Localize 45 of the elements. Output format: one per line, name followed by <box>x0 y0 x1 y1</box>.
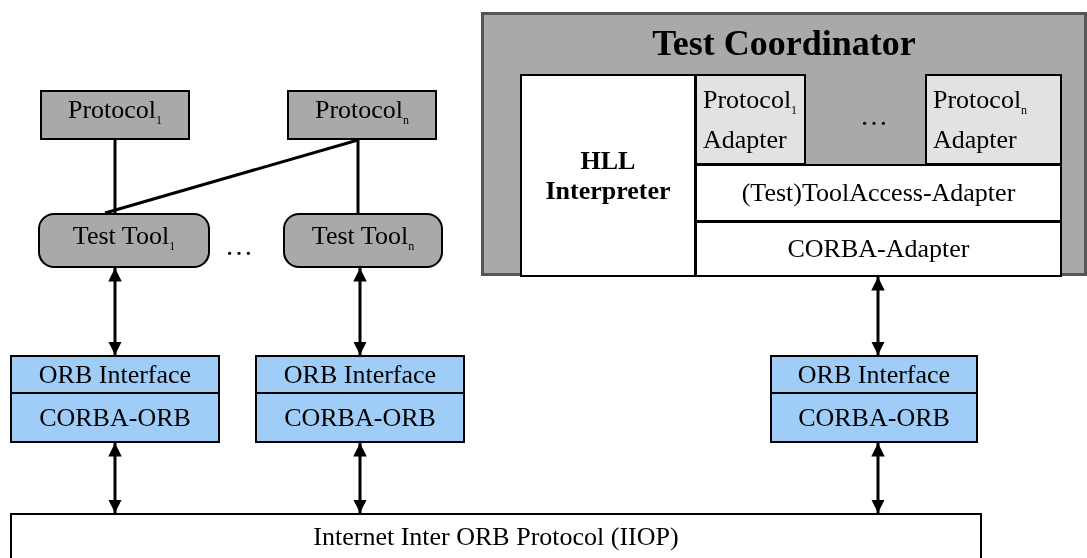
process-box <box>695 221 1062 277</box>
process-box <box>255 392 465 443</box>
node-label: Test Tool$_{n}$ <box>311 220 415 255</box>
node-label: CORBA-Adapter <box>787 234 970 264</box>
double-arrow <box>871 443 885 513</box>
title-text: Test Coordinator <box>652 23 916 63</box>
node-label: HLL Interpreter <box>544 145 672 206</box>
node-label: ORB Interface <box>283 359 437 390</box>
container-box <box>481 12 1087 276</box>
ellipsis-text: … <box>225 230 253 262</box>
node-label: CORBA-ORB <box>284 402 436 433</box>
process-box <box>255 355 465 394</box>
process-box <box>40 90 190 140</box>
process-box <box>10 392 220 443</box>
process-box <box>10 513 982 558</box>
process-box <box>10 355 220 394</box>
node-label: (Test)ToolAccess-Adapter <box>741 178 1016 208</box>
node-label: Protocol$_{1}$ Adapter <box>702 84 799 155</box>
node-label: Protocol$_{1}$ <box>67 95 163 129</box>
process-box <box>770 392 978 443</box>
node-label: Protocol$_{n}$ <box>314 95 410 129</box>
node-label: CORBA-ORB <box>39 402 191 433</box>
rounded-box <box>283 213 443 268</box>
process-box <box>770 355 978 394</box>
node-label: ORB Interface <box>797 359 951 390</box>
connector-line <box>356 140 360 213</box>
double-arrow <box>108 268 122 355</box>
double-arrow <box>353 443 367 513</box>
process-box <box>695 74 806 165</box>
node-label: Test Tool$_{1}$ <box>72 220 176 255</box>
process-box <box>520 74 696 277</box>
double-arrow <box>108 443 122 513</box>
rounded-box <box>38 213 210 268</box>
node-label: CORBA-ORB <box>798 402 950 433</box>
connector-line <box>104 138 359 215</box>
double-arrow <box>353 268 367 355</box>
process-box <box>287 90 437 140</box>
connector-line <box>113 140 117 213</box>
node-label: ORB Interface <box>38 359 192 390</box>
ellipsis-text: … <box>860 100 888 132</box>
node-label: Internet Inter ORB Protocol (IIOP) <box>313 521 679 552</box>
node-label: Protocol$_{n}$ Adapter <box>932 84 1029 155</box>
process-box <box>695 164 1062 222</box>
double-arrow <box>871 277 885 355</box>
process-box <box>925 74 1062 165</box>
